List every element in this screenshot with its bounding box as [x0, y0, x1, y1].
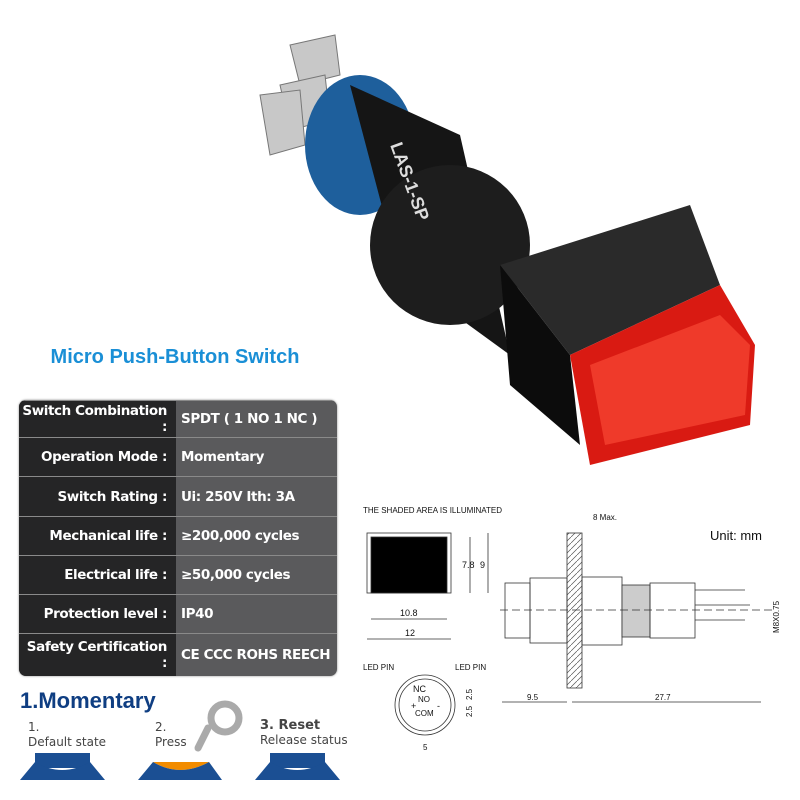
svg-text:10.8: 10.8 — [400, 608, 418, 618]
svg-text:12: 12 — [405, 628, 415, 638]
product-photo: LAS-1-SP — [259, 34, 755, 465]
svg-text:7.8: 7.8 — [462, 560, 475, 570]
spec-row: Switch Rating :Ui: 250V Ith: 3A — [19, 476, 337, 516]
svg-text:NO: NO — [418, 695, 430, 704]
step-press: 2.Press — [155, 720, 187, 749]
svg-text:27.7: 27.7 — [655, 693, 671, 702]
svg-text:NC: NC — [413, 684, 426, 694]
spec-row: Mechanical life :≥200,000 cycles — [19, 516, 337, 555]
default-state-icon — [20, 753, 105, 780]
svg-text:M8X0.75: M8X0.75 — [772, 600, 781, 633]
spec-row: Electrical life :≥50,000 cycles — [19, 555, 337, 594]
page-title: Micro Push-Button Switch — [50, 346, 300, 368]
svg-text:8 Max.: 8 Max. — [593, 513, 617, 522]
spec-row: Operation Mode :Momentary — [19, 437, 337, 476]
dimension-drawing: THE SHADED AREA IS ILLUMINATED Unit: mm … — [363, 506, 781, 752]
spec-row: Protection level :IP40 — [19, 594, 337, 633]
illuminated-area — [370, 536, 448, 594]
svg-text:-: - — [437, 701, 440, 711]
svg-text:5: 5 — [423, 743, 428, 752]
unit-label: Unit: mm — [710, 528, 762, 543]
svg-text:LED PIN: LED PIN — [363, 663, 394, 672]
shaded-note: THE SHADED AREA IS ILLUMINATED — [363, 506, 502, 515]
bezel-top — [500, 205, 720, 355]
spec-row: Switch Combination :SPDT ( 1 NO 1 NC ) — [19, 400, 337, 437]
svg-text:LED PIN: LED PIN — [455, 663, 486, 672]
svg-text:+: + — [411, 701, 416, 711]
step-default: 1.Default state — [28, 720, 107, 749]
threaded-nut — [370, 165, 530, 325]
button-state-illustrations — [20, 753, 340, 780]
bezel-side — [500, 265, 580, 445]
spec-row: Safety Certification :CE CCC ROHS REECH — [19, 633, 337, 676]
finger-press-icon — [194, 700, 243, 752]
svg-text:2.5: 2.5 — [465, 705, 474, 717]
svg-text:COM: COM — [415, 709, 434, 718]
press-state-icon — [138, 762, 222, 780]
svg-text:9: 9 — [480, 560, 485, 570]
svg-text:9.5: 9.5 — [527, 693, 539, 702]
momentary-heading: 1.Momentary — [20, 688, 156, 713]
svg-text:2.5: 2.5 — [465, 688, 474, 700]
spec-table: Switch Combination :SPDT ( 1 NO 1 NC ) O… — [19, 400, 337, 676]
reset-state-icon — [255, 753, 340, 780]
